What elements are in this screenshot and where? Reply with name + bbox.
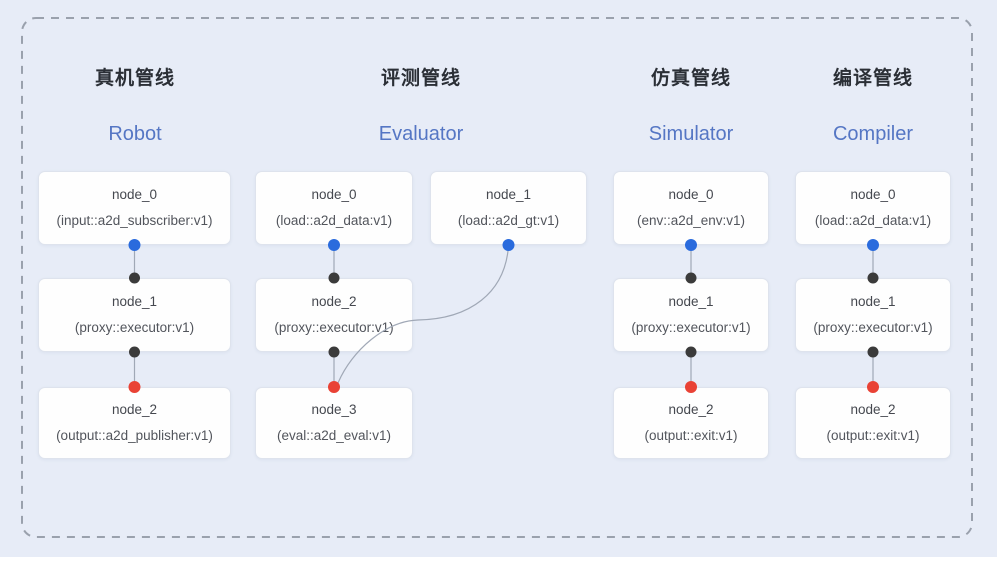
node-compiler-0: node_0 (load::a2d_data:v1) [795, 171, 951, 245]
node-impl: (load::a2d_gt:v1) [457, 213, 560, 228]
node-impl: (input::a2d_subscriber:v1) [56, 213, 213, 228]
node-title: node_0 [668, 187, 714, 202]
bottom-white-strip [0, 557, 997, 563]
pipeline-title-en-compiler: Compiler [832, 123, 914, 145]
node-robot-1: node_1 (proxy::executor:v1) [38, 278, 231, 352]
pipeline-title-cn-robot: 真机管线 [94, 68, 176, 89]
node-title: node_0 [850, 187, 896, 202]
node-title: node_3 [311, 402, 357, 417]
node-title: node_0 [311, 187, 357, 202]
pipeline-title-en-evaluator: Evaluator [378, 123, 464, 145]
node-simulator-0: node_0 (env::a2d_env:v1) [613, 171, 769, 245]
pipeline-title-cn-simulator: 仿真管线 [650, 68, 732, 89]
node-evaluator-1: node_1 (load::a2d_gt:v1) [430, 171, 587, 245]
pipeline-title-en-robot: Robot [108, 123, 162, 145]
pipeline-title-en-simulator: Simulator [648, 123, 734, 145]
node-evaluator-0: node_0 (load::a2d_data:v1) [255, 171, 413, 245]
node-robot-0: node_0 (input::a2d_subscriber:v1) [38, 171, 231, 245]
node-title: node_1 [668, 294, 714, 309]
node-title: node_1 [485, 187, 532, 202]
node-impl: (load::a2d_data:v1) [275, 213, 393, 228]
node-robot-2: node_2 (output::a2d_publisher:v1) [38, 387, 231, 459]
node-evaluator-3: node_3 (eval::a2d_eval:v1) [255, 387, 413, 459]
node-impl: (proxy::executor:v1) [813, 320, 933, 335]
node-simulator-1: node_1 (proxy::executor:v1) [613, 278, 769, 352]
node-impl: (env::a2d_env:v1) [636, 213, 746, 228]
node-impl: (output::exit:v1) [826, 428, 920, 443]
node-impl: (output::exit:v1) [644, 428, 738, 443]
node-impl: (proxy::executor:v1) [274, 320, 394, 335]
node-title: node_1 [850, 294, 896, 309]
node-title: node_1 [111, 294, 158, 309]
node-impl: (proxy::executor:v1) [74, 320, 195, 335]
node-compiler-1: node_1 (proxy::executor:v1) [795, 278, 951, 352]
node-title: node_0 [111, 187, 158, 202]
node-title: node_2 [668, 402, 714, 417]
node-evaluator-2: node_2 (proxy::executor:v1) [255, 278, 413, 352]
node-impl: (proxy::executor:v1) [631, 320, 751, 335]
node-impl: (output::a2d_publisher:v1) [56, 428, 213, 443]
node-title: node_2 [311, 294, 357, 309]
node-impl: (load::a2d_data:v1) [814, 213, 932, 228]
node-compiler-2: node_2 (output::exit:v1) [795, 387, 951, 459]
pipeline-title-cn-compiler: 编译管线 [832, 68, 914, 89]
node-title: node_2 [111, 402, 158, 417]
node-title: node_2 [850, 402, 896, 417]
pipeline-title-cn-evaluator: 评测管线 [380, 68, 462, 89]
node-impl: (eval::a2d_eval:v1) [276, 428, 392, 443]
node-simulator-2: node_2 (output::exit:v1) [613, 387, 769, 459]
